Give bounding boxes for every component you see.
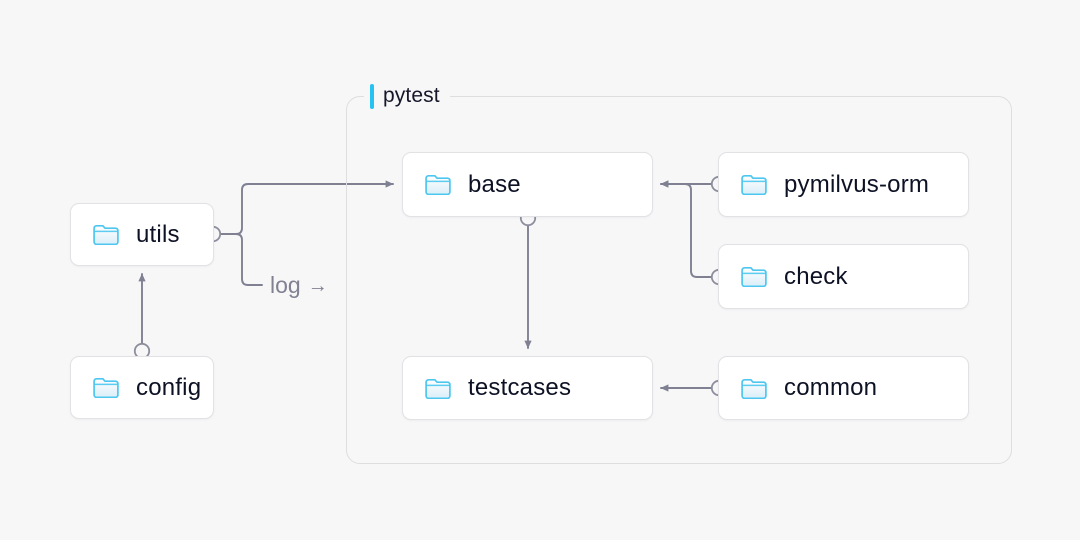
folder-icon — [93, 224, 119, 245]
folder-icon — [741, 266, 767, 287]
node-utils[interactable]: utils — [70, 203, 214, 266]
node-label: testcases — [468, 374, 572, 401]
node-common[interactable]: common — [718, 356, 969, 420]
folder-icon — [741, 378, 767, 399]
node-label: config — [136, 373, 202, 401]
folder-icon — [425, 378, 451, 399]
edge-label-log: log → — [270, 272, 328, 299]
node-base[interactable]: base — [402, 152, 653, 217]
node-check[interactable]: check — [718, 244, 969, 309]
edge-utils-to-log — [220, 233, 263, 286]
group-pytest-label: pytest — [364, 83, 450, 109]
arrow-right-icon: → — [307, 274, 328, 297]
node-testcases[interactable]: testcases — [402, 356, 653, 420]
node-label: check — [784, 262, 848, 290]
edge-label-log-text: log — [270, 272, 301, 298]
node-label: base — [468, 170, 521, 198]
node-label: utils — [136, 220, 180, 248]
folder-icon — [741, 174, 767, 195]
node-pymilvus-orm[interactable]: pymilvus-orm — [718, 152, 969, 217]
node-label: common — [784, 374, 878, 401]
group-pytest-label-text: pytest — [383, 84, 440, 107]
folder-icon — [93, 377, 119, 398]
node-label: pymilvus-orm — [784, 170, 930, 198]
group-pytest — [346, 96, 1012, 464]
accent-bar-icon — [370, 83, 374, 109]
folder-icon — [425, 174, 451, 195]
node-config[interactable]: config — [70, 356, 214, 419]
